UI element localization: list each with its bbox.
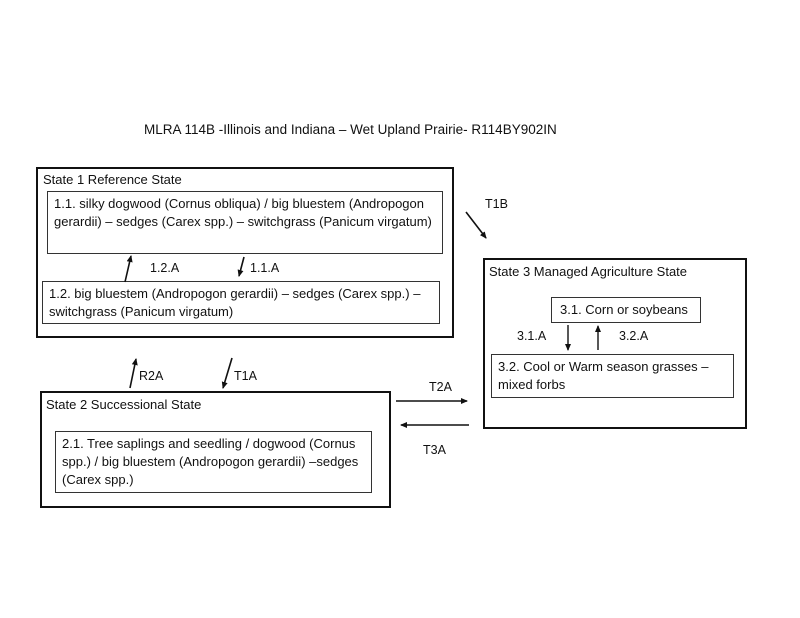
state-3-box <box>483 258 747 429</box>
phase-1-1-box: 1.1. silky dogwood (Cornus obliqua) / bi… <box>47 191 443 254</box>
phase-3-1-box: 3.1. Corn or soybeans <box>551 297 701 323</box>
arrow-t1a-icon <box>221 357 233 389</box>
arrow-r2a-icon <box>129 358 138 389</box>
phase-2-1-box: 2.1. Tree saplings and seedling / dogwoo… <box>55 431 372 493</box>
state-3-label: State 3 Managed Agriculture State <box>489 264 688 279</box>
diagram-title: MLRA 114B -Illinois and Indiana – Wet Up… <box>144 122 557 137</box>
transition-label-t1b: T1B <box>485 197 508 211</box>
state-2-box <box>40 391 391 508</box>
state-1-label: State 1 Reference State <box>43 172 182 187</box>
transition-label-3-1-a: 3.1.A <box>517 329 547 343</box>
transition-label-r2a: R2A <box>139 369 164 383</box>
phase-3-2-box: 3.2. Cool or Warm season grasses – mixed… <box>491 354 734 398</box>
transition-label-t2a: T2A <box>429 380 452 394</box>
transition-label-1-1-a: 1.1.A <box>250 261 280 275</box>
transition-label-t1a: T1A <box>234 369 257 383</box>
transition-label-t3a: T3A <box>423 443 446 457</box>
state-2-label: State 2 Successional State <box>46 397 202 412</box>
transition-label-1-2-a: 1.2.A <box>150 261 180 275</box>
phase-1-2-box: 1.2. big bluestem (Andropogon gerardii) … <box>42 281 440 324</box>
arrow-t1b-icon <box>465 211 487 239</box>
transition-label-3-2-a: 3.2.A <box>619 329 649 343</box>
state-1-box <box>36 167 454 338</box>
